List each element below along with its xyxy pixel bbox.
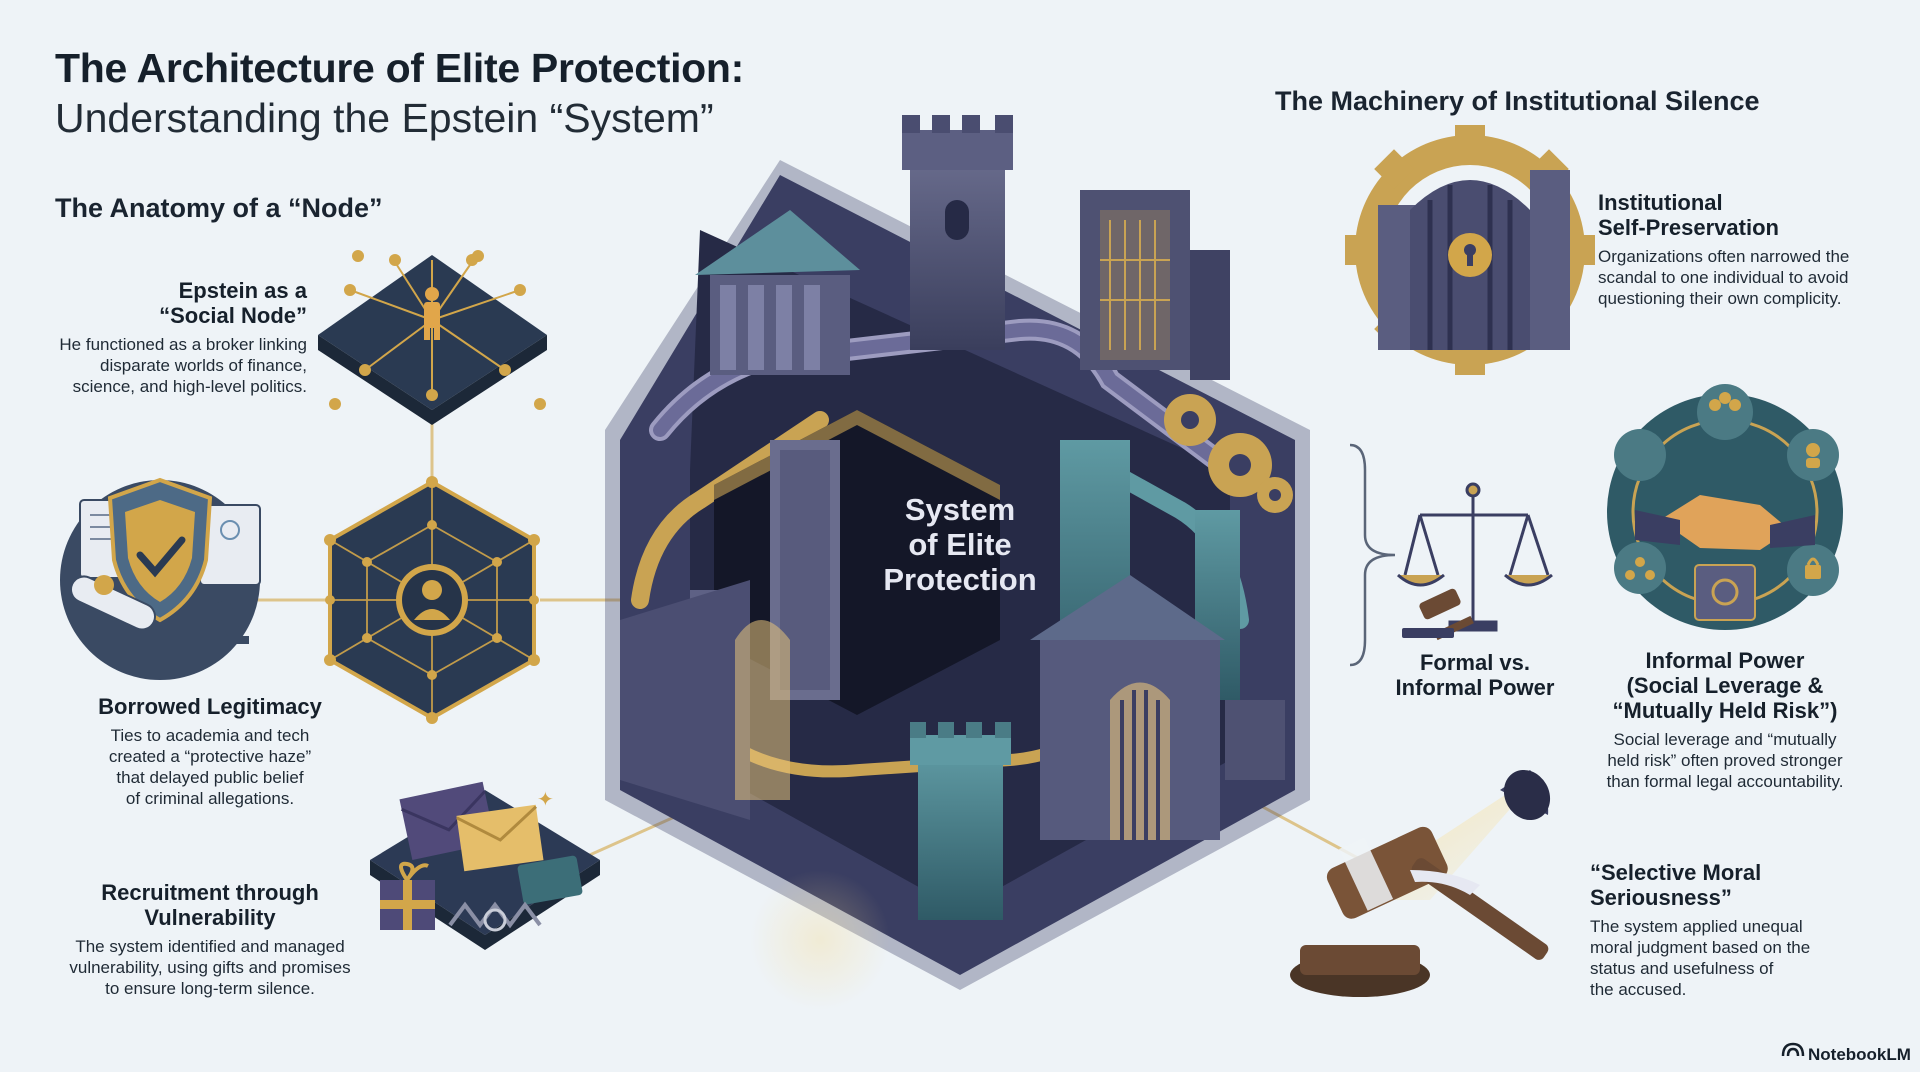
- informal-power-block: Informal Power (Social Leverage & “Mutua…: [1575, 648, 1875, 792]
- svg-text:Protection: Protection: [883, 562, 1036, 597]
- page-subtitle: Understanding the Epstein “System”: [55, 95, 714, 141]
- footer-brand: NotebookLM: [1808, 1045, 1911, 1064]
- informal-power-title: Informal Power (Social Leverage & “Mutua…: [1612, 648, 1838, 723]
- bracket-graphic: [1349, 443, 1396, 667]
- self-preservation-title: Institutional Self-Preservation: [1598, 190, 1779, 240]
- recruitment-title: Recruitment through Vulnerability: [101, 880, 319, 930]
- notebooklm-logo-icon: [1781, 1042, 1805, 1057]
- center-label-text: System of Elite Protection: [883, 492, 1036, 597]
- recruitment-desc: The system identified and managed vulner…: [69, 937, 351, 998]
- left-section-heading: The Anatomy of a “Node”: [55, 193, 383, 223]
- svg-text:✦: ✦: [537, 789, 554, 811]
- selective-morality-block: “Selective Moral Seriousness” The system…: [1590, 860, 1890, 1000]
- self-preservation-desc: Organizations often narrowed the scandal…: [1598, 247, 1850, 308]
- borrowed-legitimacy-desc: Ties to academia and tech created a “pro…: [108, 726, 312, 808]
- social-node-network-icon: [318, 250, 547, 425]
- central-node-hexagon-icon: [322, 476, 542, 724]
- right-section-heading: The Machinery of Institutional Silence: [1275, 86, 1760, 116]
- gift-envelope-trap-icon: ✦: [370, 781, 600, 950]
- borrowed-legitimacy-title: Borrowed Legitimacy: [98, 694, 322, 719]
- central-fortress-illustration: [605, 115, 1310, 1010]
- small-gavel-icon: [1402, 588, 1474, 641]
- formal-informal-title: Formal vs. Informal Power: [1395, 650, 1555, 700]
- social-node-title: Epstein as a “Social Node”: [159, 278, 307, 328]
- svg-text:System: System: [905, 492, 1015, 527]
- social-node-block: Epstein as a “Social Node” He functioned…: [7, 278, 307, 397]
- gate-gear-lock-icon: [1345, 125, 1595, 375]
- recruitment-block: Recruitment through Vulnerability The sy…: [40, 880, 380, 999]
- page-title: The Architecture of Elite Protection:: [55, 45, 745, 91]
- handshake-leverage-icon: [1607, 384, 1843, 630]
- gavel-spotlight-icon: [1290, 769, 1551, 997]
- svg-text:of Elite: of Elite: [908, 527, 1011, 562]
- selective-morality-title: “Selective Moral Seriousness”: [1590, 860, 1762, 910]
- social-node-desc: He functioned as a broker linking dispar…: [59, 335, 307, 396]
- shield-legitimacy-icon: [60, 477, 261, 680]
- borrowed-legitimacy-block: Borrowed Legitimacy Ties to academia and…: [40, 694, 380, 809]
- self-preservation-block: Institutional Self-Preservation Organiza…: [1598, 190, 1898, 309]
- selective-morality-desc: The system applied unequal moral judgmen…: [1590, 917, 1811, 999]
- informal-power-desc: Social leverage and “mutually held risk”…: [1606, 730, 1844, 791]
